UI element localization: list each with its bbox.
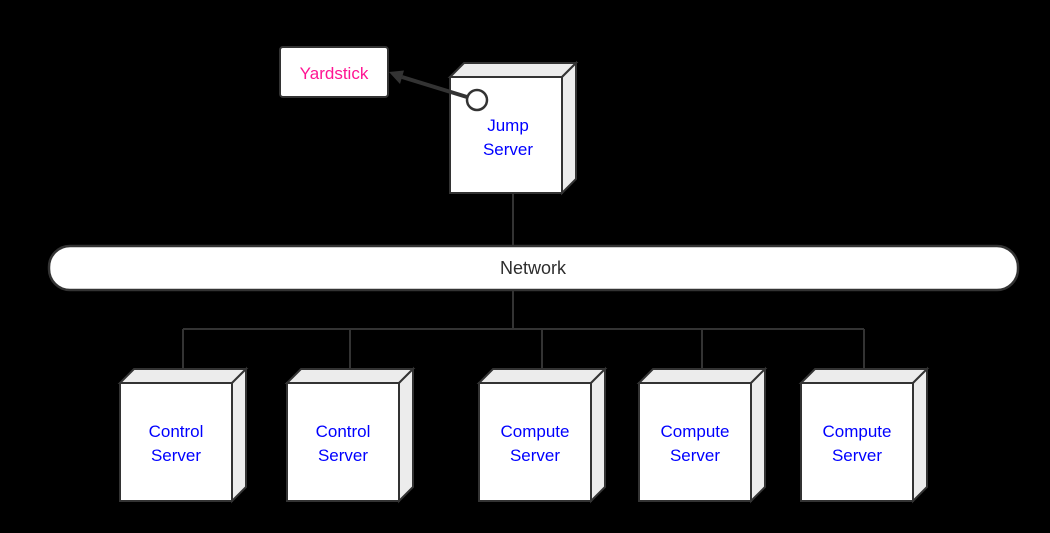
node-network: Network xyxy=(47,244,1020,292)
jump-server-label-line2: Server xyxy=(483,140,533,159)
node-server-4: Compute Server xyxy=(636,366,768,504)
server-2-right-face xyxy=(398,366,414,504)
node-server-5: Compute Server xyxy=(798,366,930,504)
node-yardstick: Yardstick xyxy=(279,46,389,98)
server-1-right-face xyxy=(231,366,247,504)
arrow-head xyxy=(389,70,404,84)
server-4-right-face xyxy=(750,366,766,504)
server-2-label-line1: Control xyxy=(316,422,371,441)
server-4-label-line2: Server xyxy=(670,446,720,465)
jump-server-front-face xyxy=(449,76,563,194)
jump-server-top-face xyxy=(447,62,579,78)
jump-server-label-line1: Jump xyxy=(487,116,529,135)
node-server-1: Control Server xyxy=(117,366,249,504)
server-5-label-line2: Server xyxy=(832,446,882,465)
server-3-top-face xyxy=(476,368,608,384)
server-1-front-face xyxy=(119,382,233,502)
arrow-shaft xyxy=(401,75,468,99)
jump-server-port-circle xyxy=(465,88,489,112)
server-4-front-face xyxy=(638,382,752,502)
jump-server-right-face xyxy=(561,60,577,196)
yardstick-label: Yardstick xyxy=(300,64,369,83)
server-4-top-face xyxy=(636,368,768,384)
network-bar xyxy=(47,244,1020,292)
server-1-label-line1: Control xyxy=(149,422,204,441)
yardstick-box xyxy=(279,46,389,98)
server-2-front-face xyxy=(286,382,400,502)
server-4-label-line1: Compute xyxy=(661,422,730,441)
node-server-2: Control Server xyxy=(284,366,416,504)
server-3-right-face xyxy=(590,366,606,504)
server-3-front-face xyxy=(478,382,592,502)
server-5-right-face xyxy=(912,366,928,504)
server-1-label-line2: Server xyxy=(151,446,201,465)
server-3-label-line1: Compute xyxy=(501,422,570,441)
server-2-top-face xyxy=(284,368,416,384)
arrow-jumpserver-to-yardstick xyxy=(389,70,468,99)
server-1-top-face xyxy=(117,368,249,384)
node-jump-server: Jump Server xyxy=(447,60,579,196)
server-3-label-line2: Server xyxy=(510,446,560,465)
node-server-3: Compute Server xyxy=(476,366,608,504)
server-5-front-face xyxy=(800,382,914,502)
server-2-label-line2: Server xyxy=(318,446,368,465)
server-5-label-line1: Compute xyxy=(823,422,892,441)
server-5-top-face xyxy=(798,368,930,384)
network-label: Network xyxy=(500,258,567,278)
